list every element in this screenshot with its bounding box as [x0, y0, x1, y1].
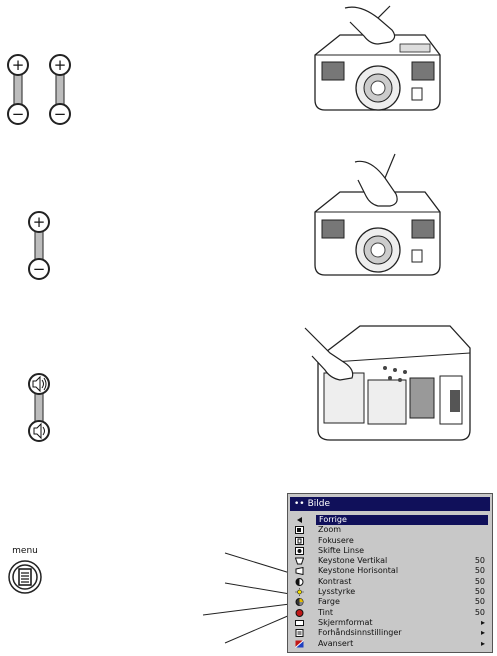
osd-menu-item-label: Avansert [318, 639, 353, 649]
minus-icon: − [12, 105, 25, 123]
submenu-arrow-icon: ▸ [481, 618, 485, 628]
advanced-icon [295, 640, 304, 648]
keystone-button-pair: + − [20, 200, 65, 285]
osd-menu-item-label: Skifte Linse [318, 546, 364, 556]
focus-button-pair: + − [50, 55, 70, 124]
keystone-horizontal-icon [295, 567, 304, 575]
osd-menu-item-label: Skjermformat [318, 618, 373, 628]
back-arrow-icon [295, 516, 304, 524]
osd-menu-item-lysstyrke[interactable]: Lysstyrke 50 [292, 587, 488, 597]
menu-dots-icon: •• [294, 499, 305, 509]
osd-menu: ••Bilde Forrige Zoom Fokusere Skifte Lin… [287, 493, 493, 653]
osd-menu-item-keystone-horisontal[interactable]: Keystone Horisontal 50 [292, 566, 488, 576]
osd-menu-item-value: 50 [475, 556, 485, 566]
aspect-ratio-icon [295, 619, 304, 627]
osd-menu-item-value: 50 [475, 597, 485, 607]
osd-menu-item-skjermformat[interactable]: Skjermformat ▸ [292, 618, 488, 628]
osd-menu-item-forhandsinnstillinger[interactable]: Forhåndsinnstillinger ▸ [292, 628, 488, 638]
osd-menu-item-label: Keystone Horisontal [318, 566, 398, 576]
minus-icon: − [54, 105, 67, 123]
contrast-icon [295, 578, 304, 586]
menu-icon [19, 569, 31, 585]
osd-menu-title: Bilde [308, 499, 330, 509]
osd-menu-item-kontrast[interactable]: Kontrast 50 [292, 577, 488, 587]
osd-menu-item-label: Forhåndsinnstillinger [318, 628, 402, 638]
color-icon [295, 598, 304, 606]
osd-menu-item-forrige[interactable]: Forrige [292, 515, 488, 525]
focus-icon [295, 537, 304, 545]
osd-menu-item-skifte-linse[interactable]: Skifte Linse [292, 546, 488, 556]
osd-menu-item-value: 50 [475, 608, 485, 618]
osd-menu-item-avansert[interactable]: Avansert ▸ [292, 639, 488, 649]
projector-illustration-1 [300, 0, 450, 125]
osd-menu-item-zoom[interactable]: Zoom [292, 525, 488, 535]
osd-menu-item-label: Farge [318, 597, 340, 607]
osd-menu-item-label: Tint [318, 608, 333, 618]
zoom-button-pair: + − [8, 55, 28, 124]
osd-menu-item-value: 50 [475, 587, 485, 597]
zoom-focus-button-pairs: + − + − [0, 48, 90, 128]
menu-button-label: menu [10, 546, 40, 556]
osd-menu-item-label: Keystone Vertikal [318, 556, 387, 566]
plus-icon: + [54, 56, 67, 74]
minus-icon: − [33, 260, 46, 278]
osd-menu-item-value: 50 [475, 577, 485, 587]
callout-lines [200, 545, 300, 650]
osd-menu-title-bar: ••Bilde [290, 497, 490, 511]
osd-menu-item-label: Kontrast [318, 577, 351, 587]
keystone-vertical-icon [295, 557, 304, 565]
osd-menu-item-farge[interactable]: Farge 50 [292, 597, 488, 607]
presets-icon [295, 629, 304, 637]
lens-shift-icon [295, 547, 304, 555]
osd-menu-item-label: Fokusere [318, 536, 354, 546]
plus-icon: + [33, 213, 46, 231]
volume-button-pair [20, 365, 65, 450]
osd-menu-item-label: Lysstyrke [318, 587, 355, 597]
menu-button[interactable] [6, 558, 44, 596]
plus-icon: + [12, 56, 25, 74]
osd-menu-item-keystone-vertikal[interactable]: Keystone Vertikal 50 [292, 556, 488, 566]
submenu-arrow-icon: ▸ [481, 639, 485, 649]
projector-illustration-2 [300, 150, 450, 290]
osd-menu-item-label: Zoom [318, 525, 341, 535]
projector-illustration-3 [300, 318, 475, 453]
osd-menu-item-fokusere[interactable]: Fokusere [292, 536, 488, 546]
brightness-icon [295, 588, 304, 596]
zoom-icon [295, 526, 304, 534]
osd-menu-item-tint[interactable]: Tint 50 [292, 608, 488, 618]
tint-icon [295, 609, 304, 617]
submenu-arrow-icon: ▸ [481, 628, 485, 638]
osd-menu-item-value: 50 [475, 566, 485, 576]
osd-menu-item-label: Forrige [316, 515, 488, 525]
osd-menu-items: Forrige Zoom Fokusere Skifte Linse Keyst… [292, 515, 488, 649]
